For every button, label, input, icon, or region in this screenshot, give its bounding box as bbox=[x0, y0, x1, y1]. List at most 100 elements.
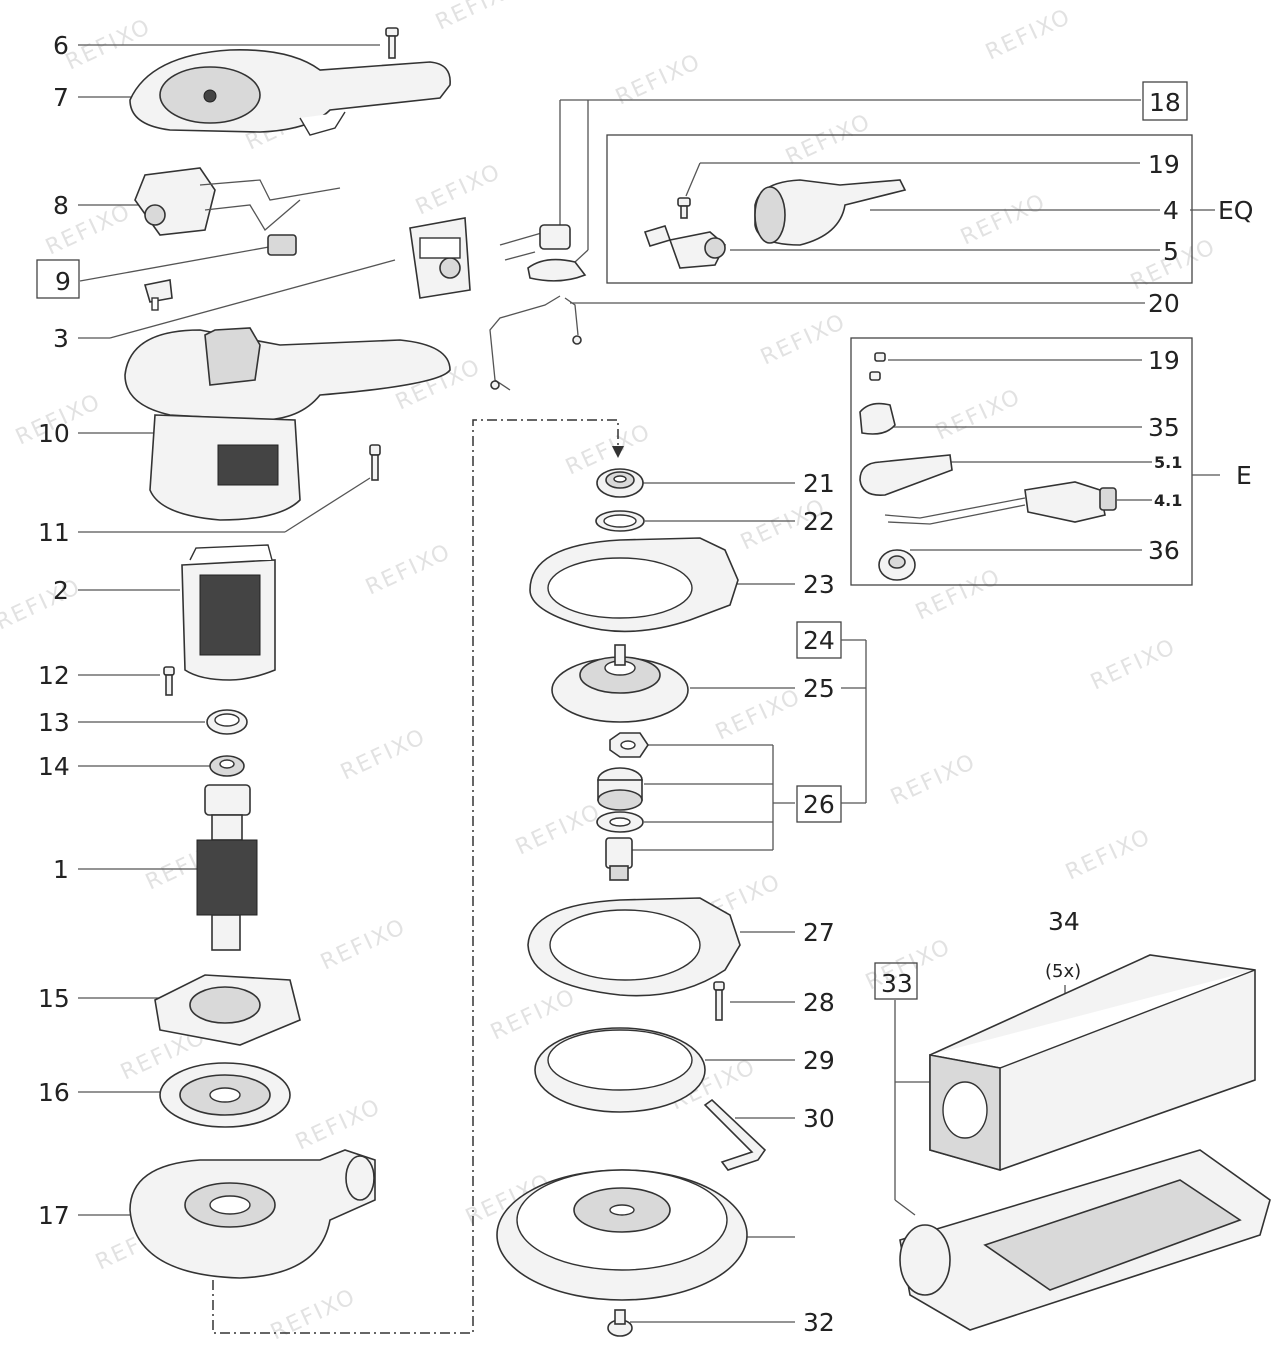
part-21-bearing bbox=[596, 468, 644, 498]
part-11-screw bbox=[369, 444, 381, 481]
part-9-switch-slider bbox=[143, 234, 297, 311]
svg-text:REFIXO: REFIXO bbox=[887, 749, 980, 810]
label-32: 32 bbox=[803, 1308, 835, 1337]
part-10-motor-housing bbox=[124, 327, 451, 521]
label-19-e: 19 bbox=[1148, 346, 1180, 375]
part-2-stator bbox=[181, 544, 276, 681]
part-12-screw bbox=[163, 666, 175, 696]
label-22: 22 bbox=[803, 507, 835, 536]
part-26-washer bbox=[596, 811, 644, 833]
label-8: 8 bbox=[53, 191, 69, 220]
part-sanding-pad bbox=[496, 1169, 748, 1301]
label-28: 28 bbox=[803, 988, 835, 1017]
svg-text:REFIXO: REFIXO bbox=[267, 1284, 360, 1345]
svg-text:REFIXO: REFIXO bbox=[0, 574, 85, 635]
svg-text:REFIXO: REFIXO bbox=[317, 914, 410, 975]
label-35: 35 bbox=[1148, 413, 1180, 442]
part-35-clamp bbox=[859, 402, 896, 435]
part-19-screw bbox=[677, 197, 691, 219]
part-33-dust-container bbox=[899, 1149, 1271, 1331]
part-17-base bbox=[129, 1149, 376, 1279]
e-group-box bbox=[850, 337, 1193, 586]
part-36-connector bbox=[878, 549, 916, 581]
label-19-eq: 19 bbox=[1148, 150, 1180, 179]
leader-lines bbox=[78, 44, 1220, 1323]
arrow-head-icon bbox=[612, 446, 624, 458]
part-4-1-plug-cable bbox=[884, 481, 1117, 525]
part-26-bearing bbox=[597, 767, 643, 811]
label-1: 1 bbox=[53, 855, 69, 884]
label-21: 21 bbox=[803, 469, 835, 498]
part-16-fan bbox=[159, 1062, 291, 1128]
svg-text:REFIXO: REFIXO bbox=[712, 684, 805, 745]
label-2: 2 bbox=[53, 576, 69, 605]
label-box-18 bbox=[1142, 81, 1188, 121]
part-34-filter-bag bbox=[929, 954, 1256, 1172]
label-13: 13 bbox=[38, 708, 70, 737]
label-3: 3 bbox=[53, 324, 69, 353]
label-36: 36 bbox=[1148, 536, 1180, 565]
part-3-switch-module bbox=[409, 217, 471, 299]
label-5-1: 5.1 bbox=[1154, 453, 1182, 472]
label-29: 29 bbox=[803, 1046, 835, 1075]
label-16: 16 bbox=[38, 1078, 70, 1107]
label-20: 20 bbox=[1148, 289, 1180, 318]
part-6-screw bbox=[385, 27, 399, 59]
label-27: 27 bbox=[803, 918, 835, 947]
svg-text:REFIXO: REFIXO bbox=[362, 539, 455, 600]
label-9: 9 bbox=[55, 267, 71, 296]
label-34: 34 bbox=[1048, 907, 1080, 936]
part-7-top-cover bbox=[129, 49, 451, 136]
label-33: 33 bbox=[881, 969, 913, 998]
svg-text:REFIXO: REFIXO bbox=[1062, 824, 1155, 885]
part-4-cable-sleeve bbox=[754, 179, 907, 246]
label-30: 30 bbox=[803, 1104, 835, 1133]
label-box-33 bbox=[874, 962, 918, 1000]
part-27-collar bbox=[527, 897, 741, 997]
part-29-seal-ring bbox=[534, 1027, 706, 1113]
part-19-e-screws bbox=[869, 352, 886, 381]
label-17: 17 bbox=[38, 1201, 70, 1230]
label-34-quantity: (5x) bbox=[1045, 961, 1081, 982]
part-22-ring bbox=[595, 510, 645, 532]
svg-text:REFIXO: REFIXO bbox=[982, 4, 1075, 65]
part-14-bearing bbox=[209, 755, 245, 777]
part-26-nut bbox=[609, 732, 649, 758]
label-18: 18 bbox=[1149, 88, 1181, 117]
svg-text:REFIXO: REFIXO bbox=[337, 724, 430, 785]
svg-text:REFIXO: REFIXO bbox=[487, 984, 580, 1045]
part-1-armature bbox=[196, 784, 258, 951]
svg-text:REFIXO: REFIXO bbox=[612, 49, 705, 110]
label-23: 23 bbox=[803, 570, 835, 599]
label-4-1: 4.1 bbox=[1154, 491, 1182, 510]
svg-text:REFIXO: REFIXO bbox=[412, 159, 505, 220]
svg-text:REFIXO: REFIXO bbox=[957, 189, 1050, 250]
part-15-fan-plate bbox=[154, 974, 301, 1046]
label-7: 7 bbox=[53, 83, 69, 112]
label-15: 15 bbox=[38, 984, 70, 1013]
eq-group-box bbox=[606, 134, 1193, 284]
part-18-cable-clamp bbox=[499, 224, 587, 282]
label-box-9 bbox=[36, 259, 80, 299]
svg-text:REFIXO: REFIXO bbox=[912, 564, 1005, 625]
part-8-switch-board bbox=[134, 167, 341, 236]
svg-text:REFIXO: REFIXO bbox=[432, 0, 525, 35]
label-4: 4 bbox=[1163, 196, 1179, 225]
svg-text:REFIXO: REFIXO bbox=[757, 309, 850, 370]
svg-text:REFIXO: REFIXO bbox=[932, 384, 1025, 445]
label-eq: EQ bbox=[1218, 196, 1253, 225]
part-28-screw bbox=[713, 981, 725, 1021]
label-e: E bbox=[1236, 461, 1252, 490]
label-box-26 bbox=[796, 785, 842, 823]
label-24: 24 bbox=[803, 626, 835, 655]
svg-text:REFIXO: REFIXO bbox=[1087, 634, 1180, 695]
label-26: 26 bbox=[803, 790, 835, 819]
svg-text:REFIXO: REFIXO bbox=[782, 109, 875, 170]
part-labels: 6 7 8 9 3 10 11 2 12 13 14 1 15 16 17 18… bbox=[38, 31, 1253, 1337]
label-5: 5 bbox=[1163, 237, 1179, 266]
label-10: 10 bbox=[38, 419, 70, 448]
label-25: 25 bbox=[803, 674, 835, 703]
part-25-eccentric bbox=[551, 644, 689, 723]
part-13-ring bbox=[206, 709, 248, 735]
